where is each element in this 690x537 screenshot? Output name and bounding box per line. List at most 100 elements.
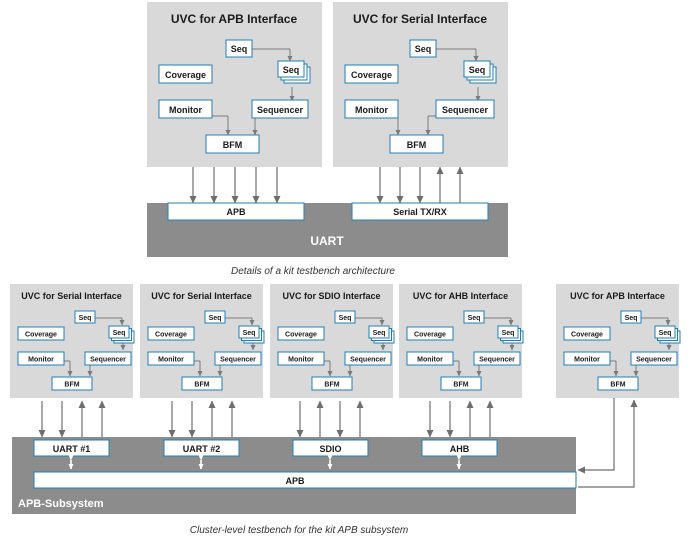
uvc-serial-interface: UVC for Serial Interface Seq Seq Coverag…	[333, 2, 508, 167]
port-to-apb-arrows	[68, 455, 462, 470]
seq-box	[463, 310, 485, 324]
sequencer-label: Sequencer	[479, 357, 515, 364]
seq-stack-label: Seq	[243, 330, 256, 337]
seq-stack-box	[368, 325, 390, 339]
apb-port	[167, 202, 305, 221]
seq-stack-label: Seq	[502, 330, 515, 337]
seq-stack-label: Seq	[659, 330, 672, 337]
monitor-label: Monitor	[574, 357, 600, 364]
sequencer-box	[630, 351, 678, 366]
seq-stack-box	[497, 325, 519, 339]
seq-label: Seq	[625, 315, 638, 322]
coverage-label: Coverage	[25, 332, 57, 339]
seq-label: Seq	[209, 315, 222, 322]
bfm-box	[205, 134, 260, 154]
monitor-box	[344, 99, 399, 119]
uvc-ahb-interface: UVC for AHB InterfaceSeqSeqCoverageMonit…	[399, 284, 524, 398]
seq-label: Seq	[468, 315, 481, 322]
bfm-label: BFM	[407, 140, 427, 150]
seq-stack-box	[654, 325, 676, 339]
coverage-box	[158, 64, 213, 84]
sequencer-box	[251, 99, 309, 119]
bottom-caption: Cluster-level testbench for the kit APB …	[190, 525, 408, 536]
seq-label: Seq	[79, 315, 92, 322]
seq-stack-box	[277, 60, 305, 78]
seq-stack-label: Seq	[113, 330, 126, 337]
bfm-box	[311, 376, 353, 391]
bfm-label: BFM	[324, 382, 339, 389]
sequencer-label: Sequencer	[90, 357, 126, 364]
sequencer-box	[214, 351, 262, 366]
uvc-title: UVC for SDIO Interface	[282, 291, 380, 301]
apb-bus	[33, 471, 577, 489]
sequencer-label: Sequencer	[220, 357, 256, 364]
seq-box	[334, 310, 356, 324]
uvc-apb-title: UVC for APB Interface	[171, 12, 298, 26]
bfm-label: BFM	[64, 382, 79, 389]
uart2-port-label: UART #2	[183, 444, 221, 454]
monitor-label: Monitor	[355, 105, 388, 115]
uvc-title: UVC for APB Interface	[570, 291, 665, 301]
uvc-title: UVC for Serial Interface	[21, 291, 122, 301]
coverage-box	[563, 326, 611, 341]
ahb-port-label: AHB	[450, 444, 470, 454]
monitor-box	[406, 351, 454, 366]
uvc-title: UVC for AHB Interface	[413, 291, 508, 301]
apb-bus-label: APB	[285, 476, 305, 486]
monitor-label: Monitor	[28, 357, 54, 364]
cluster-wires	[38, 398, 638, 488]
uvc-title: UVC for Serial Interface	[151, 291, 252, 301]
coverage-box	[17, 326, 65, 341]
coverage-box	[406, 326, 454, 341]
uart1-port-label: UART #1	[53, 444, 91, 454]
sequencer-label: Sequencer	[636, 357, 672, 364]
seq-stack-box	[238, 325, 260, 339]
cluster-uvcs: UVC for Serial InterfaceSeqSeqCoverageMo…	[10, 284, 681, 398]
coverage-box	[344, 64, 399, 84]
uvc-serial-interface-1: UVC for Serial InterfaceSeqSeqCoverageMo…	[10, 284, 135, 398]
bfm-box	[389, 134, 444, 154]
sequencer-label: Sequencer	[350, 357, 386, 364]
monitor-label: Monitor	[417, 357, 443, 364]
seq-stack-box	[463, 60, 491, 78]
bfm-box	[51, 376, 93, 391]
top-caption: Details of a kit testbench architecture	[231, 266, 395, 277]
monitor-label: Monitor	[288, 357, 314, 364]
seq-stack-label: Seq	[373, 330, 386, 337]
apb-wires	[189, 167, 281, 204]
bfm-box	[181, 376, 223, 391]
apb-port-label: APB	[226, 207, 246, 217]
seq-box	[74, 310, 96, 324]
coverage-label: Coverage	[351, 70, 392, 80]
seq-stack-label: Seq	[469, 65, 486, 75]
apb-subsystem-label: APB-Subsystem	[18, 498, 104, 510]
sequencer-label: Sequencer	[257, 105, 304, 115]
bfm-label: BFM	[223, 140, 243, 150]
uvc-apb-interface: UVC for APB InterfaceSeqSeqCoverageMonit…	[556, 284, 681, 398]
seq-box	[409, 39, 437, 58]
seq-box	[225, 39, 253, 58]
uvc-serial-interface-2: UVC for Serial InterfaceSeqSeqCoverageMo…	[140, 284, 265, 398]
monitor-label: Monitor	[158, 357, 184, 364]
bfm-box	[597, 376, 639, 391]
seq-label: Seq	[339, 315, 352, 322]
uart-label: UART	[310, 234, 344, 248]
coverage-label: Coverage	[571, 332, 603, 339]
monitor-box	[277, 351, 325, 366]
monitor-box	[158, 99, 213, 119]
seq-stack-box	[108, 325, 130, 339]
coverage-label: Coverage	[165, 70, 206, 80]
uvc-serial-title: UVC for Serial Interface	[353, 12, 487, 26]
coverage-label: Coverage	[285, 332, 317, 339]
seq-label: Seq	[231, 44, 248, 54]
sequencer-box	[473, 351, 521, 366]
uvc-apb-interface: UVC for APB Interface Seq Seq Coverage M…	[147, 2, 322, 167]
sequencer-label: Sequencer	[442, 105, 489, 115]
bfm-label: BFM	[194, 382, 209, 389]
coverage-label: Coverage	[414, 332, 446, 339]
sdio-port-label: SDIO	[319, 444, 341, 454]
seq-stack-label: Seq	[283, 65, 300, 75]
bfm-label: BFM	[610, 382, 625, 389]
seq-box	[204, 310, 226, 324]
